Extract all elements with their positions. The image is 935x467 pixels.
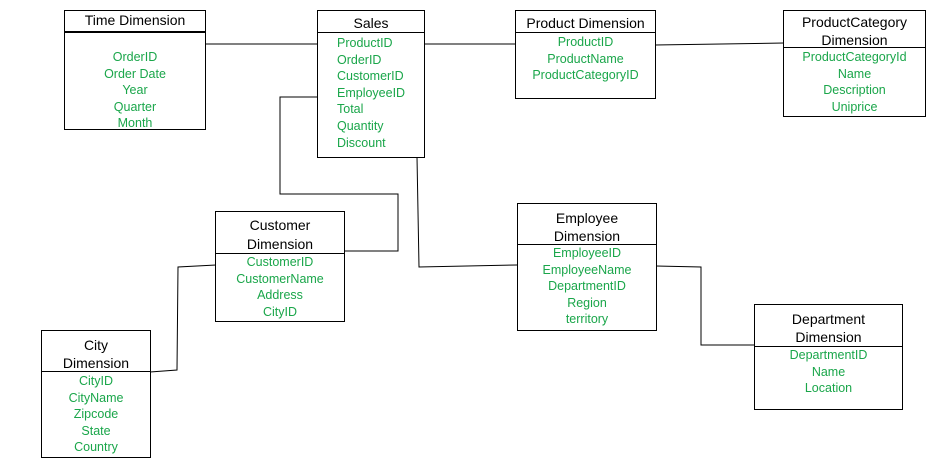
title-line: Department bbox=[791, 311, 866, 327]
field: Address bbox=[257, 288, 303, 303]
link-customer-city bbox=[149, 264, 217, 373]
link-product-productcategory bbox=[654, 42, 785, 46]
field: Month bbox=[117, 116, 153, 131]
field: Region bbox=[567, 295, 607, 310]
link-employee-department bbox=[655, 265, 755, 346]
product-dimension-title: Product Dimension bbox=[516, 11, 655, 33]
city-dimension-fields: CityID CityName Zipcode State Country bbox=[42, 372, 150, 456]
field: ProductCategoryID bbox=[532, 68, 639, 83]
product-dimension-fields: ProductID ProductName ProductCategoryID bbox=[516, 33, 655, 84]
field: ProductID bbox=[337, 36, 393, 50]
customer-dimension-title: Customer Dimension bbox=[216, 212, 344, 254]
customer-dimension-table[interactable]: Customer Dimension CustomerID CustomerNa… bbox=[215, 211, 345, 322]
field: CustomerID bbox=[337, 69, 404, 84]
field: Quantity bbox=[337, 118, 384, 133]
field: Quarter bbox=[113, 99, 157, 114]
department-dimension-table[interactable]: Department Dimension DepartmentID Name L… bbox=[754, 304, 903, 410]
field: CustomerID bbox=[246, 255, 314, 269]
field: territory bbox=[565, 312, 609, 327]
customer-dimension-fields: CustomerID CustomerName Address CityID bbox=[216, 254, 344, 320]
title-line: Dimension bbox=[62, 355, 130, 371]
department-dimension-fields: DepartmentID Name Location bbox=[755, 347, 902, 397]
field: Zipcode bbox=[73, 407, 119, 422]
field: Uniprice bbox=[831, 99, 878, 114]
field: State bbox=[81, 423, 111, 438]
link-sales-customer bbox=[279, 96, 399, 252]
field: EmployeeName bbox=[542, 262, 632, 277]
field: Discount bbox=[337, 135, 386, 150]
sales-fields: ProductID OrderID CustomerID EmployeeID … bbox=[318, 33, 424, 151]
field: ProductName bbox=[547, 51, 624, 66]
time-dimension-table[interactable]: Time Dimension OrderID Order Date Year Q… bbox=[64, 10, 206, 130]
field: CustomerName bbox=[236, 271, 324, 286]
field: DepartmentID bbox=[548, 279, 626, 294]
title-line: Dimension bbox=[795, 329, 862, 345]
field: Name bbox=[811, 364, 846, 379]
field: ProductCategoryId bbox=[802, 50, 907, 64]
product-dimension-table[interactable]: Product Dimension ProductID ProductName … bbox=[515, 10, 656, 99]
field: Order Date bbox=[104, 66, 166, 81]
field: Total bbox=[337, 102, 364, 117]
title-line: Customer bbox=[249, 217, 311, 233]
productcategory-dimension-title: ProductCategory Dimension bbox=[784, 11, 925, 48]
field: Country bbox=[74, 440, 118, 455]
title-line: Employee bbox=[555, 210, 619, 226]
department-dimension-title: Department Dimension bbox=[755, 305, 902, 347]
productcategory-dimension-table[interactable]: ProductCategory Dimension ProductCategor… bbox=[783, 10, 926, 117]
field: EmployeeID bbox=[552, 246, 622, 260]
field: DepartmentID bbox=[789, 348, 868, 362]
field: Name bbox=[837, 66, 872, 81]
field: OrderID bbox=[337, 52, 382, 67]
time-dimension-title: Time Dimension bbox=[65, 11, 205, 33]
field: CityID bbox=[262, 304, 298, 319]
link-sales-employee bbox=[416, 156, 518, 268]
sales-fact-table[interactable]: Sales ProductID OrderID CustomerID Emplo… bbox=[317, 10, 425, 158]
field: ProductID bbox=[557, 35, 614, 49]
employee-dimension-table[interactable]: Employee Dimension EmployeeID EmployeeNa… bbox=[517, 203, 657, 331]
title-line: ProductCategory bbox=[801, 14, 908, 30]
productcategory-dimension-fields: ProductCategoryId Name Description Unipr… bbox=[784, 48, 925, 115]
title-line: City bbox=[83, 337, 109, 353]
city-dimension-title: City Dimension bbox=[42, 331, 150, 372]
field: CityName bbox=[68, 390, 124, 405]
city-dimension-table[interactable]: City Dimension CityID CityName Zipcode S… bbox=[41, 330, 151, 458]
field: Description bbox=[823, 83, 886, 98]
field: OrderID bbox=[112, 50, 158, 64]
sales-title: Sales bbox=[318, 11, 424, 33]
field: EmployeeID bbox=[337, 85, 406, 100]
field: CityID bbox=[78, 374, 114, 388]
title-line: Dimension bbox=[821, 32, 888, 48]
field: Location bbox=[804, 381, 853, 396]
title-line: Dimension bbox=[246, 236, 314, 252]
title-line: Dimension bbox=[553, 228, 621, 244]
employee-dimension-title: Employee Dimension bbox=[518, 204, 656, 245]
time-dimension-fields: OrderID Order Date Year Quarter Month bbox=[65, 33, 205, 132]
field: Year bbox=[122, 83, 148, 98]
employee-dimension-fields: EmployeeID EmployeeName DepartmentID Reg… bbox=[518, 245, 656, 328]
